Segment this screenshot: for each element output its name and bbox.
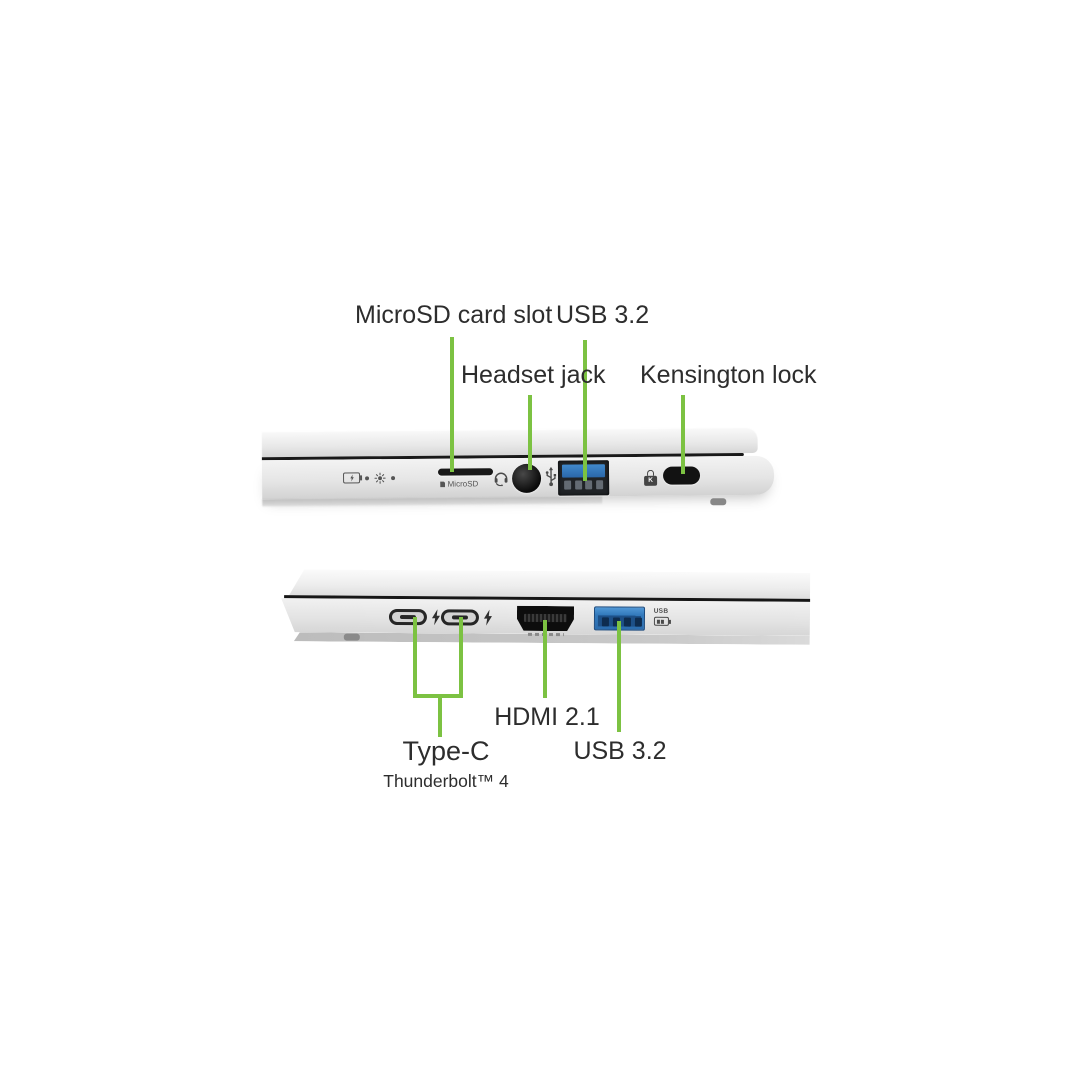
kensington-lock-icon: K	[644, 469, 658, 486]
usb32-top-label: USB 3.2	[556, 301, 650, 329]
sd-card-icon	[440, 481, 445, 487]
battery-icon	[653, 616, 669, 626]
laptop-right-side-photo: MicroSD	[261, 426, 775, 515]
headset-icon	[493, 469, 509, 487]
kensington-leader-line	[681, 395, 685, 474]
usb-port-pins	[601, 617, 642, 627]
kensington-lock-label: Kensington lock	[640, 361, 817, 389]
microsd-card-slot	[437, 468, 494, 476]
thunderbolt-icon	[483, 609, 493, 626]
power-icon	[374, 472, 386, 484]
usb-port-pins	[564, 480, 603, 490]
headset-leader-line	[528, 395, 532, 470]
type-c-bracket-line	[413, 694, 463, 698]
type-c-leader-line-1	[413, 617, 417, 698]
microsd-label: MicroSD card slot	[355, 301, 553, 329]
usb32-bottom-leader-line	[617, 621, 621, 732]
usb32-top-leader-line	[583, 340, 587, 481]
type-c-label: Type-C	[402, 736, 490, 766]
hdmi-leader-line	[543, 620, 547, 698]
thunderbolt-icon	[431, 609, 441, 626]
thunderbolt-label: Thunderbolt™ 4	[383, 771, 509, 792]
type-c-label-group: Type-C Thunderbolt™ 4	[383, 737, 509, 792]
laptop-lid	[289, 569, 810, 599]
usb32-bottom-label: USB 3.2	[573, 737, 667, 765]
laptop-underside-shadow	[262, 496, 603, 508]
type-c-stem-line	[438, 697, 442, 737]
usb-charging-icon: USB	[648, 608, 674, 626]
rubber-foot	[710, 498, 727, 506]
microsd-caption: MicroSD	[440, 479, 478, 489]
laptop-left-side-photo: USB	[281, 569, 811, 657]
battery-charging-icon	[343, 472, 361, 484]
hdmi-label: HDMI 2.1	[494, 703, 600, 731]
headset-jack-port	[511, 463, 542, 494]
type-c-leader-line-2	[459, 617, 463, 698]
power-led	[391, 475, 396, 480]
microsd-leader-line	[450, 337, 454, 472]
status-indicators	[343, 471, 396, 484]
battery-led	[365, 475, 370, 480]
usb-c-port-1	[388, 608, 428, 626]
usb-icon	[545, 466, 557, 488]
headset-jack-label: Headset jack	[461, 361, 606, 389]
rubber-foot	[343, 633, 360, 641]
